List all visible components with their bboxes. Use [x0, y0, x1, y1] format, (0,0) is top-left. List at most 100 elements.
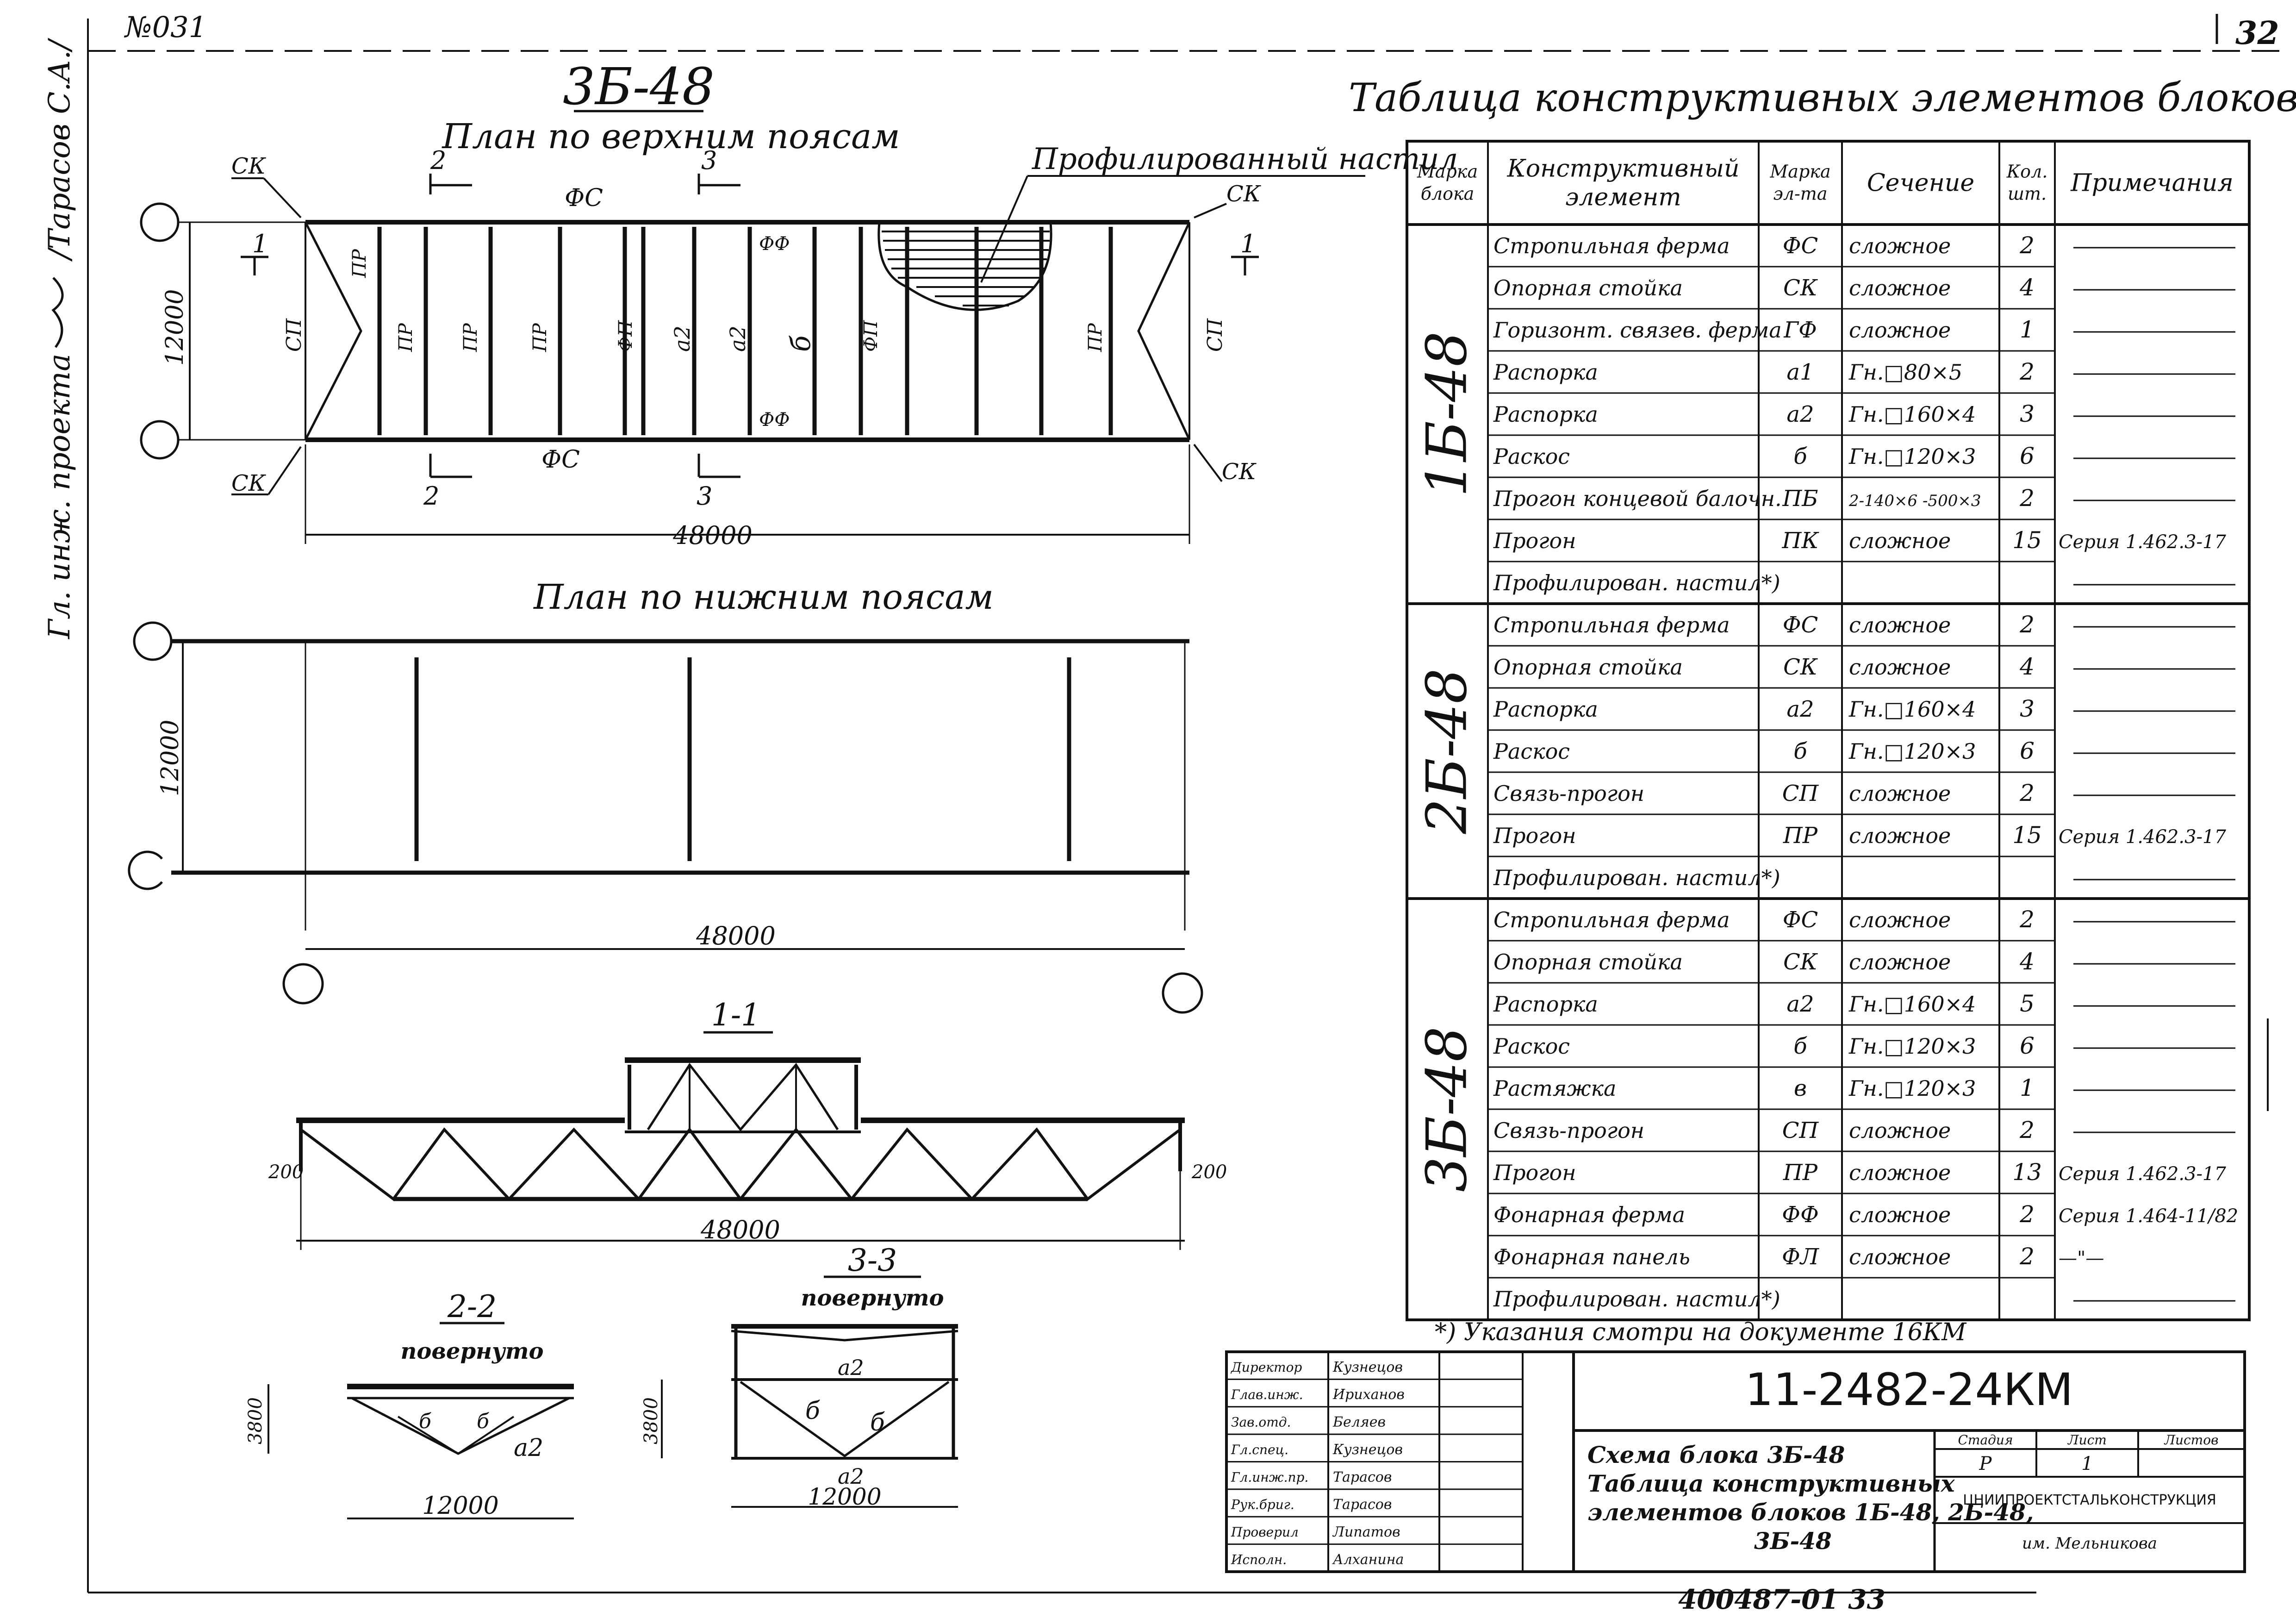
label-pr: ПР: [529, 323, 551, 352]
label-ff: ФФ: [759, 409, 790, 431]
table-cell-section: сложное: [1849, 1202, 1951, 1227]
table-header-cell: Сечение: [1867, 169, 1974, 197]
table-header-cell: шт.: [2008, 184, 2047, 204]
table-cell-qty: 2: [2019, 1201, 2035, 1228]
table-cell-section: сложное: [1849, 318, 1951, 343]
stamp-title-line: Схема блока 3Б-48: [1587, 1441, 1845, 1468]
table-cell-code: ФФ: [1782, 1202, 1819, 1228]
grid-axis-bubble: [282, 963, 324, 1005]
table-cell-qty: 6: [2020, 737, 2035, 764]
stamp-name: Алханина: [1332, 1551, 1404, 1568]
table-cell-section: 2-140×6 -500×3: [1848, 492, 1981, 510]
table-cell-note: Серия 1.462.3-17: [2059, 531, 2226, 553]
table-cell-code: СК: [1783, 949, 1818, 975]
table-cell-qty: 4: [2019, 274, 2035, 301]
table-cell-element: Распорка: [1493, 992, 1598, 1017]
margin-signature: [51, 277, 64, 348]
section-marker-3: 3: [697, 481, 712, 511]
stamp-name: Ириханов: [1332, 1387, 1405, 1403]
section-2-2: 2-2 повернуто б б а2 3800 12000: [245, 1289, 574, 1520]
table-cell-note: Серия 1.464-11/82: [2059, 1206, 2238, 1227]
stamp-role: Директор: [1230, 1360, 1302, 1375]
label-pr: ПР: [460, 323, 481, 352]
table-cell-code: б: [1793, 1033, 1807, 1059]
dim-12000: 12000: [422, 1492, 498, 1520]
table-cell-qty: 2: [2019, 358, 2035, 385]
dim-length: 48000: [672, 521, 753, 550]
table-cell-qty: 5: [2020, 990, 2035, 1017]
table-cell-code: ФС: [1783, 907, 1818, 933]
stamp-name: Кузнецов: [1332, 1442, 1403, 1458]
table-cell-code: СП: [1782, 781, 1819, 806]
stamp-name: Кузнецов: [1332, 1359, 1403, 1375]
stamp-sheet-label: Лист: [2067, 1432, 2107, 1448]
table-cell-section: Гн.□120×3: [1848, 444, 1976, 469]
table-cell-element: Раскос: [1493, 444, 1570, 469]
label-a2: а2: [670, 325, 695, 352]
table-cell-element: Раскос: [1493, 739, 1570, 764]
table-header-cell: Марка: [1769, 162, 1830, 182]
table-cell-code: ГФ: [1783, 317, 1817, 343]
table-cell-section: сложное: [1849, 1160, 1951, 1185]
page-number: 32: [2235, 15, 2279, 52]
table-cell-element: Стропильная ферма: [1493, 612, 1730, 637]
table-cell-section: Гн.□160×4: [1848, 992, 1976, 1017]
label-sk: СК: [1226, 181, 1262, 207]
stamp-sheets-label: Листов: [2164, 1432, 2219, 1448]
table-header-cell: Примечания: [2070, 169, 2234, 197]
margin-role: Гл. инж. проекта: [43, 354, 77, 639]
table-header-cell: Конструктивный: [1507, 155, 1740, 182]
bottom-plan-title: План по нижним поясам: [533, 577, 994, 617]
stamp-name: Липатов: [1332, 1524, 1400, 1540]
table-cell-element: Растяжка: [1493, 1076, 1616, 1101]
label-b: б: [419, 1410, 431, 1433]
stamp-stage-label: Стадия: [1958, 1432, 2013, 1448]
label-fp: ФП: [615, 320, 636, 352]
table-cell-section: сложное: [1849, 233, 1951, 258]
table-cell-code: ПР: [1783, 823, 1818, 849]
stamp-role: Глав.инж.: [1231, 1387, 1303, 1402]
label-fs: ФС: [541, 446, 580, 474]
table-cell-element: Распорка: [1493, 360, 1598, 385]
table-cell-qty: 3: [2020, 695, 2035, 722]
table-cell-element: Прогон: [1493, 823, 1576, 848]
table-cell-element: Опорная стойка: [1493, 655, 1683, 680]
label-a2: а2: [838, 1355, 864, 1380]
table-header-cell: эл-та: [1773, 184, 1827, 204]
stamp-title-line: Таблица конструктивных: [1587, 1470, 1955, 1497]
table-cell-section: сложное: [1849, 823, 1951, 848]
section-3-3-rotated: повернуто: [801, 1285, 944, 1311]
table-cell-code: ПР: [1783, 1160, 1818, 1186]
table-cell-code: а2: [1786, 991, 1814, 1017]
table-cell-element: Горизонт. связев. ферма: [1493, 318, 1782, 343]
table-cell-code: а2: [1786, 401, 1814, 427]
elements-table: Таблица конструктивных элементов блоков …: [1349, 75, 2296, 1346]
dim-200: 200: [1191, 1162, 1227, 1183]
section-marker-1: 1: [1240, 229, 1256, 258]
table-cell-qty: 1: [2020, 316, 2035, 343]
dim-200: 200: [268, 1162, 304, 1183]
table-cell-code: ПБ: [1782, 486, 1818, 512]
table-cell-note: Серия 1.462.3-17: [2059, 1163, 2226, 1185]
table-cell-qty: 2: [2019, 232, 2035, 259]
table-header-cell: блока: [1421, 184, 1475, 204]
table-cell-section: Гн.□120×3: [1848, 1034, 1976, 1059]
dim-12000: 12000: [808, 1483, 881, 1510]
label-b: б: [785, 335, 816, 352]
dim-width: 12000: [161, 289, 189, 366]
table-cell-section: Гн.□120×3: [1848, 739, 1976, 764]
table-cell-section: сложное: [1849, 907, 1951, 932]
table-cell-element: Связь-прогон: [1493, 1118, 1644, 1143]
table-cell-element: Профилирован. настил*): [1493, 865, 1780, 890]
deck-label: Профилированный настил: [1032, 142, 1458, 176]
table-header-cell: Марка: [1417, 162, 1478, 182]
label-b: б: [870, 1409, 885, 1437]
table-cell-section: сложное: [1849, 612, 1951, 637]
table-cell-qty: 2: [2019, 906, 2035, 933]
table-cell-qty: 6: [2020, 443, 2035, 469]
table-cell-qty: 4: [2019, 653, 2035, 680]
deck-hatch-lines: [882, 231, 1050, 306]
stamp-org: ЦНИИПРОЕКТСТАЛЬКОНСТРУКЦИЯ: [1963, 1492, 2216, 1508]
